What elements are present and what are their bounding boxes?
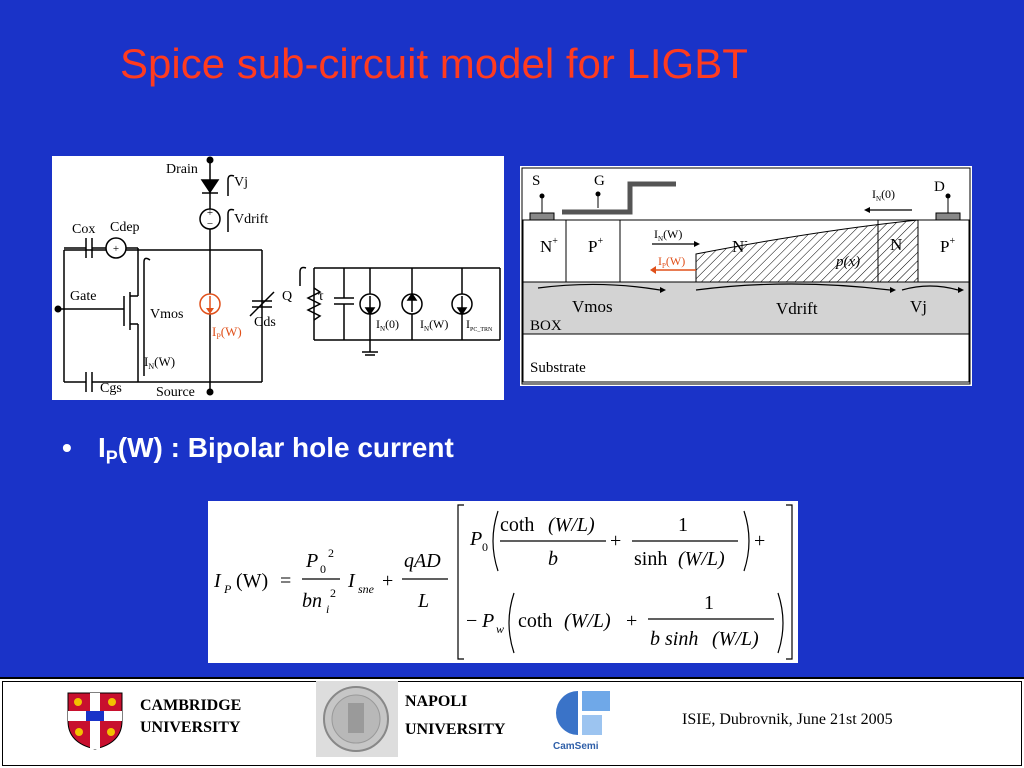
bullet-ip-description: • IP(W) : Bipolar hole current xyxy=(62,432,454,469)
svg-text:2: 2 xyxy=(328,546,334,560)
svg-text:(W/L): (W/L) xyxy=(678,548,725,570)
n-minus-region: N- xyxy=(732,236,748,256)
cambridge-crest-icon xyxy=(67,692,123,750)
svg-text:1: 1 xyxy=(678,514,688,536)
svg-text:0: 0 xyxy=(320,562,326,576)
svg-text:P: P xyxy=(481,610,494,632)
napoli-line-1: NAPOLI xyxy=(405,693,468,710)
formula-lhs-arg: (W) xyxy=(236,570,268,592)
cds-label: Cds xyxy=(254,315,276,330)
in-w-cross-label: IN(W) xyxy=(654,227,682,243)
ligbt-cross-section: S G D N+ P+ N- N P+ p(x) IN(W) IP(W) IN(… xyxy=(520,166,972,386)
svg-text:sne: sne xyxy=(358,582,375,596)
formula-lhs-sub: P xyxy=(223,582,232,596)
s-label: S xyxy=(532,173,540,189)
d-label: D xyxy=(934,179,945,195)
hole-current-formula: I P (W) = P 0 2 bn i 2 I sne + qAD L P 0… xyxy=(208,501,798,663)
svg-text:b sinh: b sinh xyxy=(650,628,698,650)
svg-text:(W/L): (W/L) xyxy=(712,628,759,650)
source-label: Source xyxy=(156,385,195,400)
svg-text:i: i xyxy=(326,602,329,616)
circuit-schematic: + − + Drain Vj Vdrift Cox Cdep Gate Vmos… xyxy=(54,156,501,400)
svg-text:2: 2 xyxy=(330,586,336,600)
drain-label: Drain xyxy=(166,162,198,177)
cgs-label: Cgs xyxy=(100,381,122,396)
n-plus-left: N+ xyxy=(540,236,558,256)
gate-label: Gate xyxy=(70,289,96,304)
p-plus-right: P+ xyxy=(940,236,955,256)
spice-circuit-diagram: + − + Drain Vj Vdrift Cox Cdep Gate Vmos… xyxy=(52,156,504,400)
vj-cross-label: Vj xyxy=(910,297,927,316)
ip-w-cross-label: IP(W) xyxy=(658,254,685,270)
inw2-label: IN(W) xyxy=(420,317,448,333)
formula-p0: P xyxy=(305,550,318,572)
cross-section-drawing: S G D N+ P+ N- N P+ p(x) IN(W) IP(W) IN(… xyxy=(521,167,971,385)
in-0-cross-label: IN(0) xyxy=(872,187,895,203)
formula-lhs-i: I xyxy=(213,570,222,592)
bullet-i: I xyxy=(98,432,106,463)
slide-title: Spice sub-circuit model for LIGBT xyxy=(120,40,748,87)
ip-w-label: IP(W) xyxy=(212,324,242,341)
p-plus-left: P+ xyxy=(588,236,603,256)
vmos-label: Vmos xyxy=(150,307,183,322)
conference-info: ISIE, Dubrovnik, June 21st 2005 xyxy=(682,711,893,728)
formula-l: L xyxy=(417,590,429,612)
formula-isne: I xyxy=(347,570,356,592)
cambridge-line-2: UNIVERSITY xyxy=(140,719,241,736)
formula-eq: = xyxy=(280,570,291,592)
ipc-trn-label: IPC_TRN xyxy=(466,317,493,333)
in-w-label: IN(W) xyxy=(144,354,175,371)
tau-label: τ xyxy=(318,289,324,304)
svg-text:−: − xyxy=(466,610,477,632)
vj-label: Vj xyxy=(234,175,248,190)
svg-text:+: + xyxy=(754,530,765,552)
svg-text:1: 1 xyxy=(704,592,714,614)
svg-text:P: P xyxy=(469,528,482,550)
svg-text:(W/L): (W/L) xyxy=(564,610,611,632)
vmos-cross-label: Vmos xyxy=(572,297,613,316)
bullet-dot: • xyxy=(62,432,72,463)
svg-text:+: + xyxy=(382,570,393,592)
substrate-label: Substrate xyxy=(530,360,586,376)
svg-text:sinh: sinh xyxy=(634,548,667,570)
svg-text:w: w xyxy=(496,622,504,636)
vdrift-cross-label: Vdrift xyxy=(776,299,818,318)
camsemi-logo-icon xyxy=(556,691,610,735)
svg-text:b: b xyxy=(548,548,558,570)
bullet-sub: P xyxy=(105,447,118,468)
cox-label: Cox xyxy=(72,222,95,237)
svg-text:+: + xyxy=(610,530,621,552)
px-label: p(x) xyxy=(835,254,860,270)
cambridge-line-1: CAMBRIDGE xyxy=(140,697,242,714)
camsemi-wordmark: CamSemi xyxy=(553,741,599,752)
svg-text:(W/L): (W/L) xyxy=(548,514,595,536)
napoli-seal-icon xyxy=(316,681,398,757)
box-label: BOX xyxy=(530,318,562,334)
slide-footer: CAMBRIDGE UNIVERSITY NAPOLI UNIVERSITY C… xyxy=(0,677,1024,768)
n-right-region: N xyxy=(890,235,902,254)
svg-text:−: − xyxy=(207,218,213,230)
napoli-line-2: UNIVERSITY xyxy=(405,721,506,738)
svg-text:0: 0 xyxy=(482,540,488,554)
formula-coth-2: coth xyxy=(518,610,552,632)
formula-qad: qAD xyxy=(404,550,441,572)
q-label: Q xyxy=(282,289,292,304)
g-label: G xyxy=(594,173,605,189)
formula-coth-1: coth xyxy=(500,514,534,536)
formula-svg: I P (W) = P 0 2 bn i 2 I sne + qAD L P 0… xyxy=(213,504,793,660)
svg-text:+: + xyxy=(207,207,213,219)
vdrift-label: Vdrift xyxy=(234,212,268,227)
svg-text:+: + xyxy=(113,243,119,255)
formula-bn: bn xyxy=(302,590,322,612)
bullet-text: (W) : Bipolar hole current xyxy=(117,432,454,463)
svg-text:+: + xyxy=(626,610,637,632)
cdep-label: Cdep xyxy=(110,220,140,235)
in0-label: IN(0) xyxy=(376,317,399,333)
